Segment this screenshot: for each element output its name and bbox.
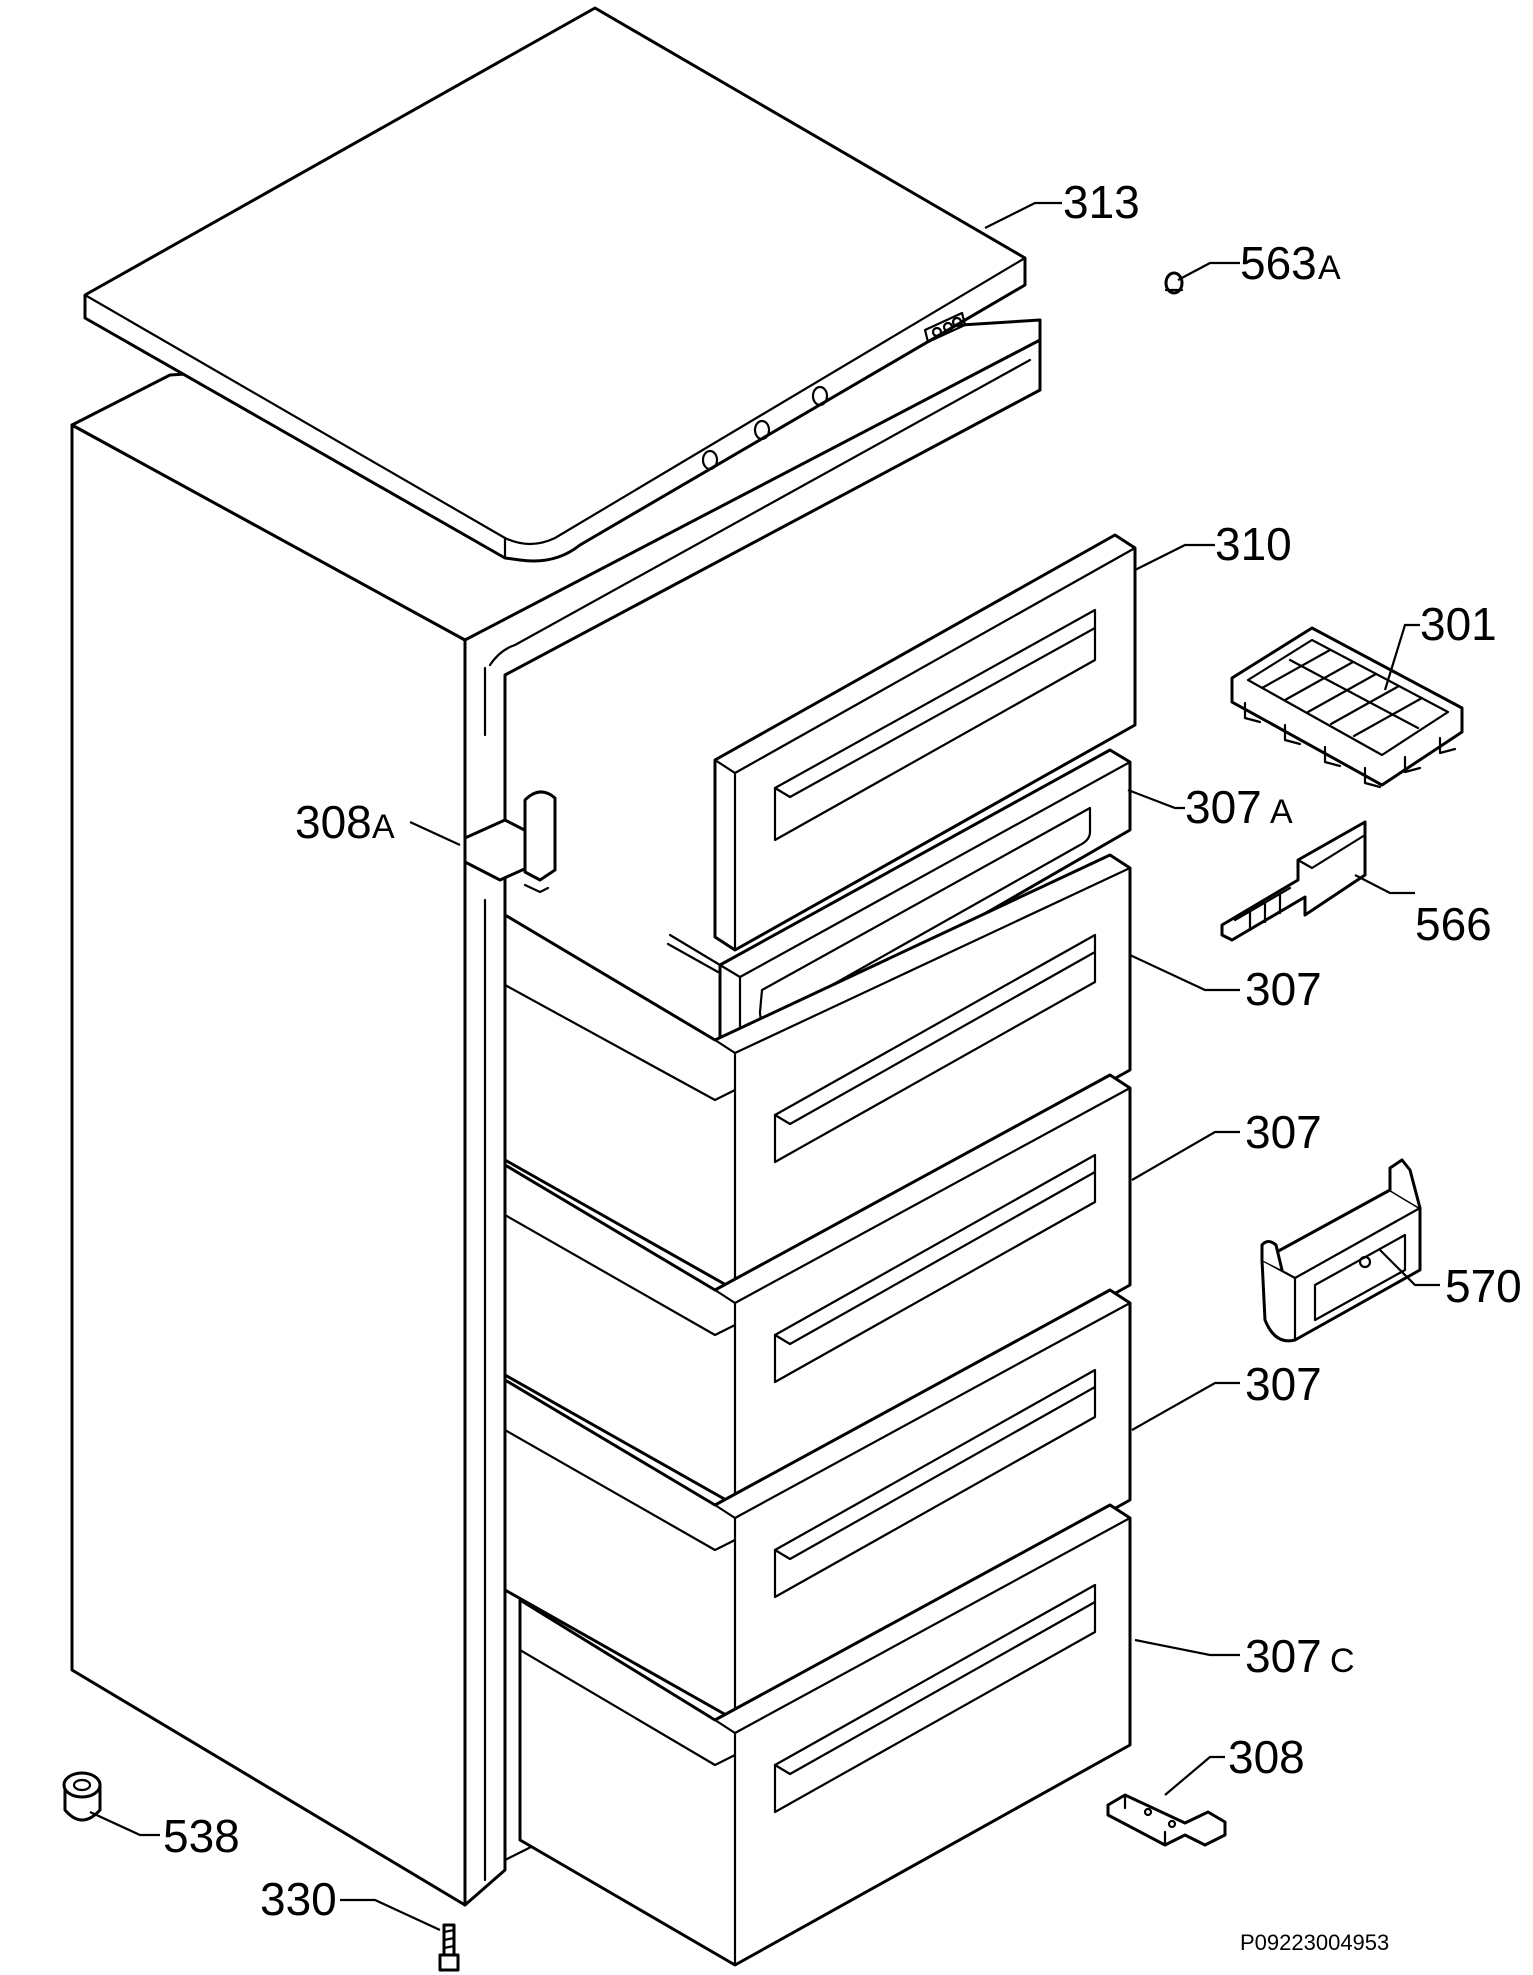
label-301: 301 bbox=[1420, 598, 1497, 650]
label-308a-suffix: A bbox=[372, 808, 395, 846]
label-330: 330 bbox=[260, 1873, 337, 1925]
label-308: 308 bbox=[1228, 1731, 1305, 1783]
part-307c-drawer-bottom[interactable] bbox=[518, 1503, 1132, 1967]
part-310-freezer-flap[interactable] bbox=[713, 533, 1137, 952]
label-308a: 308 bbox=[295, 796, 372, 848]
label-307-1: 307 bbox=[1245, 963, 1322, 1015]
part-307-drawer-2[interactable] bbox=[503, 1073, 1132, 1507]
part-563a-plug[interactable] bbox=[1164, 271, 1184, 295]
document-id: P09223004953 bbox=[1240, 1930, 1389, 1955]
part-307-drawer-3[interactable] bbox=[503, 1288, 1132, 1722]
label-313: 313 bbox=[1063, 176, 1140, 228]
label-566: 566 bbox=[1415, 898, 1492, 950]
part-538-foot[interactable] bbox=[62, 1771, 102, 1822]
part-330-screw[interactable] bbox=[438, 1923, 460, 1972]
label-310: 310 bbox=[1215, 518, 1292, 570]
label-307a: 307 bbox=[1185, 781, 1262, 833]
label-538: 538 bbox=[163, 1810, 240, 1862]
part-301-ice-tray[interactable] bbox=[1230, 626, 1464, 789]
part-308a-hinge[interactable] bbox=[463, 790, 557, 894]
part-566-ice-scoop[interactable] bbox=[1220, 820, 1367, 942]
label-570: 570 bbox=[1445, 1260, 1522, 1312]
leader-lines bbox=[89, 201, 1440, 1931]
part-308-bottom-hinge[interactable] bbox=[1106, 1793, 1227, 1847]
part-labels: 313 563 A 310 301 308 A 307 A 566 307 30… bbox=[163, 176, 1522, 1955]
label-563a: 563 bbox=[1240, 237, 1317, 289]
label-307a-suffix: A bbox=[1270, 793, 1293, 831]
label-307-3: 307 bbox=[1245, 1358, 1322, 1410]
label-563a-suffix: A bbox=[1318, 249, 1341, 287]
label-307-2: 307 bbox=[1245, 1106, 1322, 1158]
part-307-drawer-1[interactable] bbox=[503, 853, 1132, 1292]
part-313-top-cover[interactable] bbox=[83, 6, 1027, 563]
label-307c-suffix: C bbox=[1330, 1642, 1355, 1680]
part-570-storage-box[interactable] bbox=[1260, 1158, 1422, 1343]
label-307c: 307 bbox=[1245, 1630, 1322, 1682]
